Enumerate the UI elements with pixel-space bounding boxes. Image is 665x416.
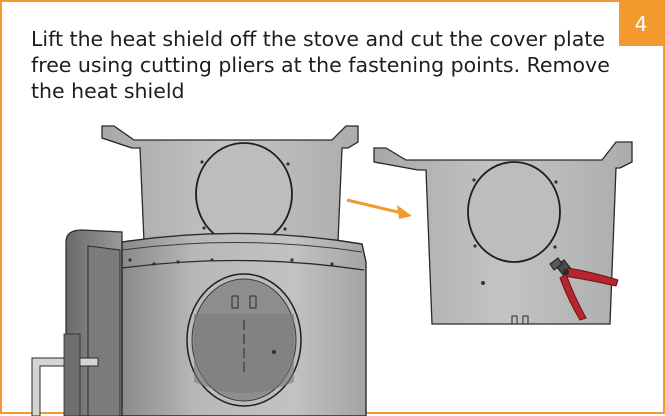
step-number-badge: 4 [619,2,663,46]
step-instruction: Lift the heat shield off the stove and c… [31,27,610,103]
cutting-pliers [549,257,619,321]
stove-body [31,229,367,416]
heat-shield-lifted [101,125,359,246]
heat-shield-detached [373,141,633,325]
arrow [346,198,412,219]
